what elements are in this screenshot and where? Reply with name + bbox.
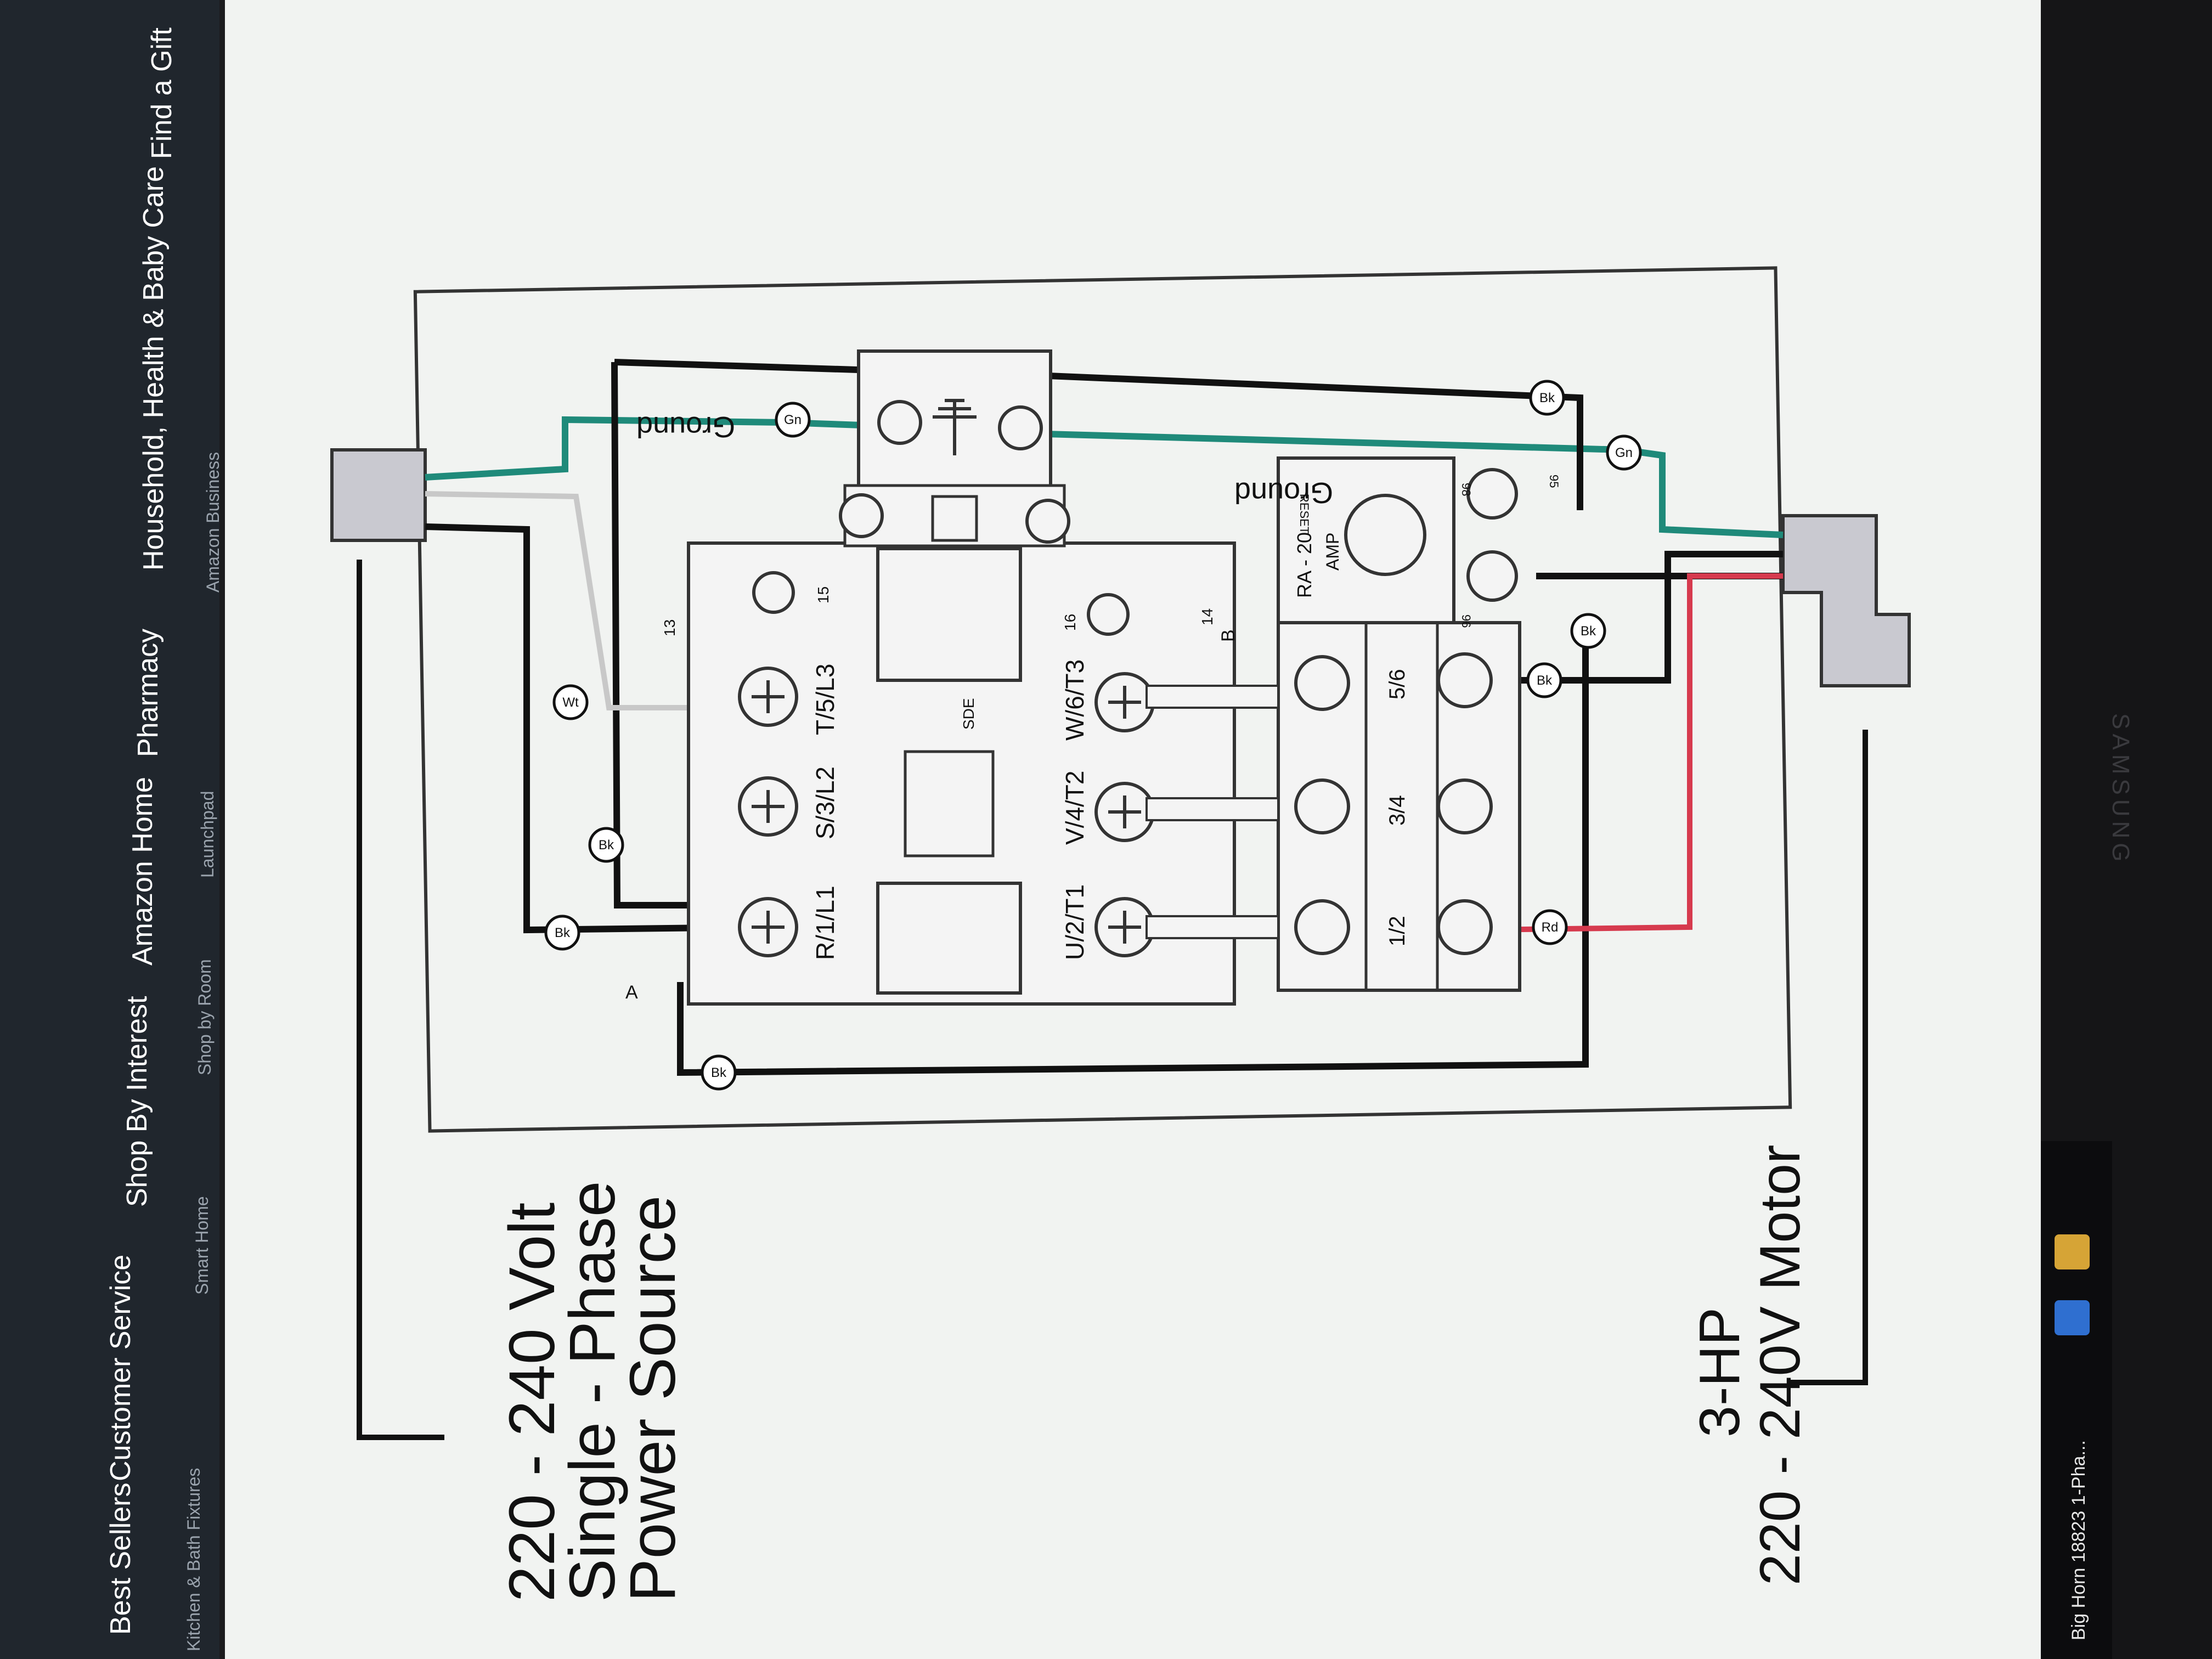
black-wire-l1 <box>425 523 763 934</box>
overload-label-12: 1/2 <box>1385 916 1409 946</box>
contactor-coil-bottom <box>876 882 1022 995</box>
overload-screw-56-out <box>1437 652 1493 708</box>
taskbar <box>2041 1141 2112 1659</box>
overload-model: RA - 20 <box>1293 532 1316 598</box>
overload-label-56: 5/6 <box>1385 669 1409 699</box>
contactor-window <box>931 495 978 542</box>
red-wire <box>1481 573 1783 933</box>
taskbar-app-icon[interactable] <box>2055 1300 2090 1335</box>
svg-text:Bk: Bk <box>711 1065 727 1080</box>
overload-amp: AMP <box>1323 533 1342 571</box>
ground-label-top: Ground <box>636 410 735 443</box>
wire-tag-gn-1: Gn <box>775 402 811 438</box>
taskbar-folder-icon[interactable] <box>2055 1234 2090 1269</box>
svg-text:Wt: Wt <box>562 695 579 710</box>
overload-screw-56-in <box>1294 655 1350 711</box>
overload-small-95: 95 <box>1547 475 1561 488</box>
svg-text:Gn: Gn <box>784 413 802 427</box>
terminal-label-t1: U/2/T1 <box>1060 884 1089 960</box>
svg-text:Rd: Rd <box>1542 920 1559 935</box>
overload-screw-34-in <box>1294 778 1350 834</box>
point-label-b: B <box>1218 629 1239 642</box>
overload-screw-95 <box>1466 468 1518 520</box>
ground-label-bottom: Ground <box>1234 476 1333 509</box>
terminal-label-l1: R/1/L1 <box>811 885 839 960</box>
terminal-label-l2: S/3/L2 <box>811 766 839 839</box>
taskbar-icons <box>2055 1234 2093 1399</box>
overload-screw-34-out <box>1437 778 1493 834</box>
svg-text:Bk: Bk <box>555 926 571 940</box>
aux-contact-14: 14 <box>1199 608 1216 625</box>
source-bracket <box>357 560 444 1440</box>
svg-text:Gn: Gn <box>1615 445 1633 460</box>
ground-screw-right <box>998 405 1043 450</box>
reset-label: RESET <box>1297 494 1311 534</box>
motor-label: 3-HP 220 - 240V Motor <box>1688 1144 1812 1585</box>
contactor-center-block <box>904 750 995 857</box>
ground-screw-left <box>877 400 922 445</box>
overload-dial <box>1344 494 1426 576</box>
terminal-label-t2: V/4/T2 <box>1060 770 1089 845</box>
overload-screw-12-in <box>1294 899 1350 955</box>
motor-conduit-box <box>1781 514 1911 687</box>
wire-tag-rd: Rd <box>1532 909 1568 945</box>
svg-text:Bk: Bk <box>599 838 614 853</box>
wire-tag-bk-5: Bk <box>1570 613 1606 649</box>
svg-text:Bk: Bk <box>1581 624 1596 639</box>
overload-small-98: 98 <box>1459 483 1473 496</box>
overload-screw-96 <box>1466 550 1518 602</box>
enclosure-panel <box>413 266 1792 1133</box>
overload-screw-12-out <box>1437 899 1493 955</box>
taskbar-item-document[interactable]: Big Horn 18823 1-Pha... <box>2068 1440 2089 1640</box>
wire-tag-bk-2: Bk <box>588 827 624 863</box>
aux-screw-15 <box>752 571 795 614</box>
terminal-label-l3: T/5/L3 <box>811 664 839 735</box>
ground-symbol <box>933 399 977 455</box>
bracket-screw-right <box>1025 499 1070 544</box>
contactor-coil-top <box>876 547 1022 682</box>
wire-tag-bk-4: Bk <box>1529 380 1565 416</box>
black-wire-top-run <box>614 359 1583 510</box>
black-wire-bottom-run <box>677 631 1589 1076</box>
black-wire-motor-a <box>1492 551 1783 684</box>
wire-tag-bk-6: Bk <box>1526 662 1562 698</box>
aux-contact-15: 15 <box>815 586 832 603</box>
wire-tag-gn-2: Gn <box>1606 435 1642 471</box>
bracket-screw-left <box>839 493 884 538</box>
svg-text:Bk: Bk <box>1537 673 1553 688</box>
wire-tag-bk-3: Bk <box>701 1054 737 1091</box>
wire-tag-bk-1: Bk <box>544 915 580 951</box>
point-label-a: A <box>625 982 638 1003</box>
aux-contact-16: 16 <box>1062 614 1079 631</box>
wire-tag-wt: Wt <box>552 684 589 720</box>
center-mark-sde: SDE <box>960 698 977 730</box>
overload-small-96: 96 <box>1459 614 1473 628</box>
aux-contact-13: 13 <box>661 619 678 636</box>
source-conduit-box <box>330 448 427 542</box>
overload-label-34: 3/4 <box>1385 795 1409 826</box>
terminal-label-t3: W/6/T3 <box>1060 659 1089 741</box>
green-wire-motor <box>1025 430 1784 538</box>
monitor-brand-logo: SAMSUNG <box>2107 713 2134 866</box>
browser-nav-strip: Best Sellers Customer Service Shop By In… <box>0 0 223 1659</box>
svg-text:Bk: Bk <box>1539 391 1555 405</box>
aux-screw-16 <box>1087 593 1130 636</box>
source-label: 220 - 240 Volt Single - Phase Power Sour… <box>496 1163 689 1602</box>
motor-bracket <box>1788 730 1868 1385</box>
